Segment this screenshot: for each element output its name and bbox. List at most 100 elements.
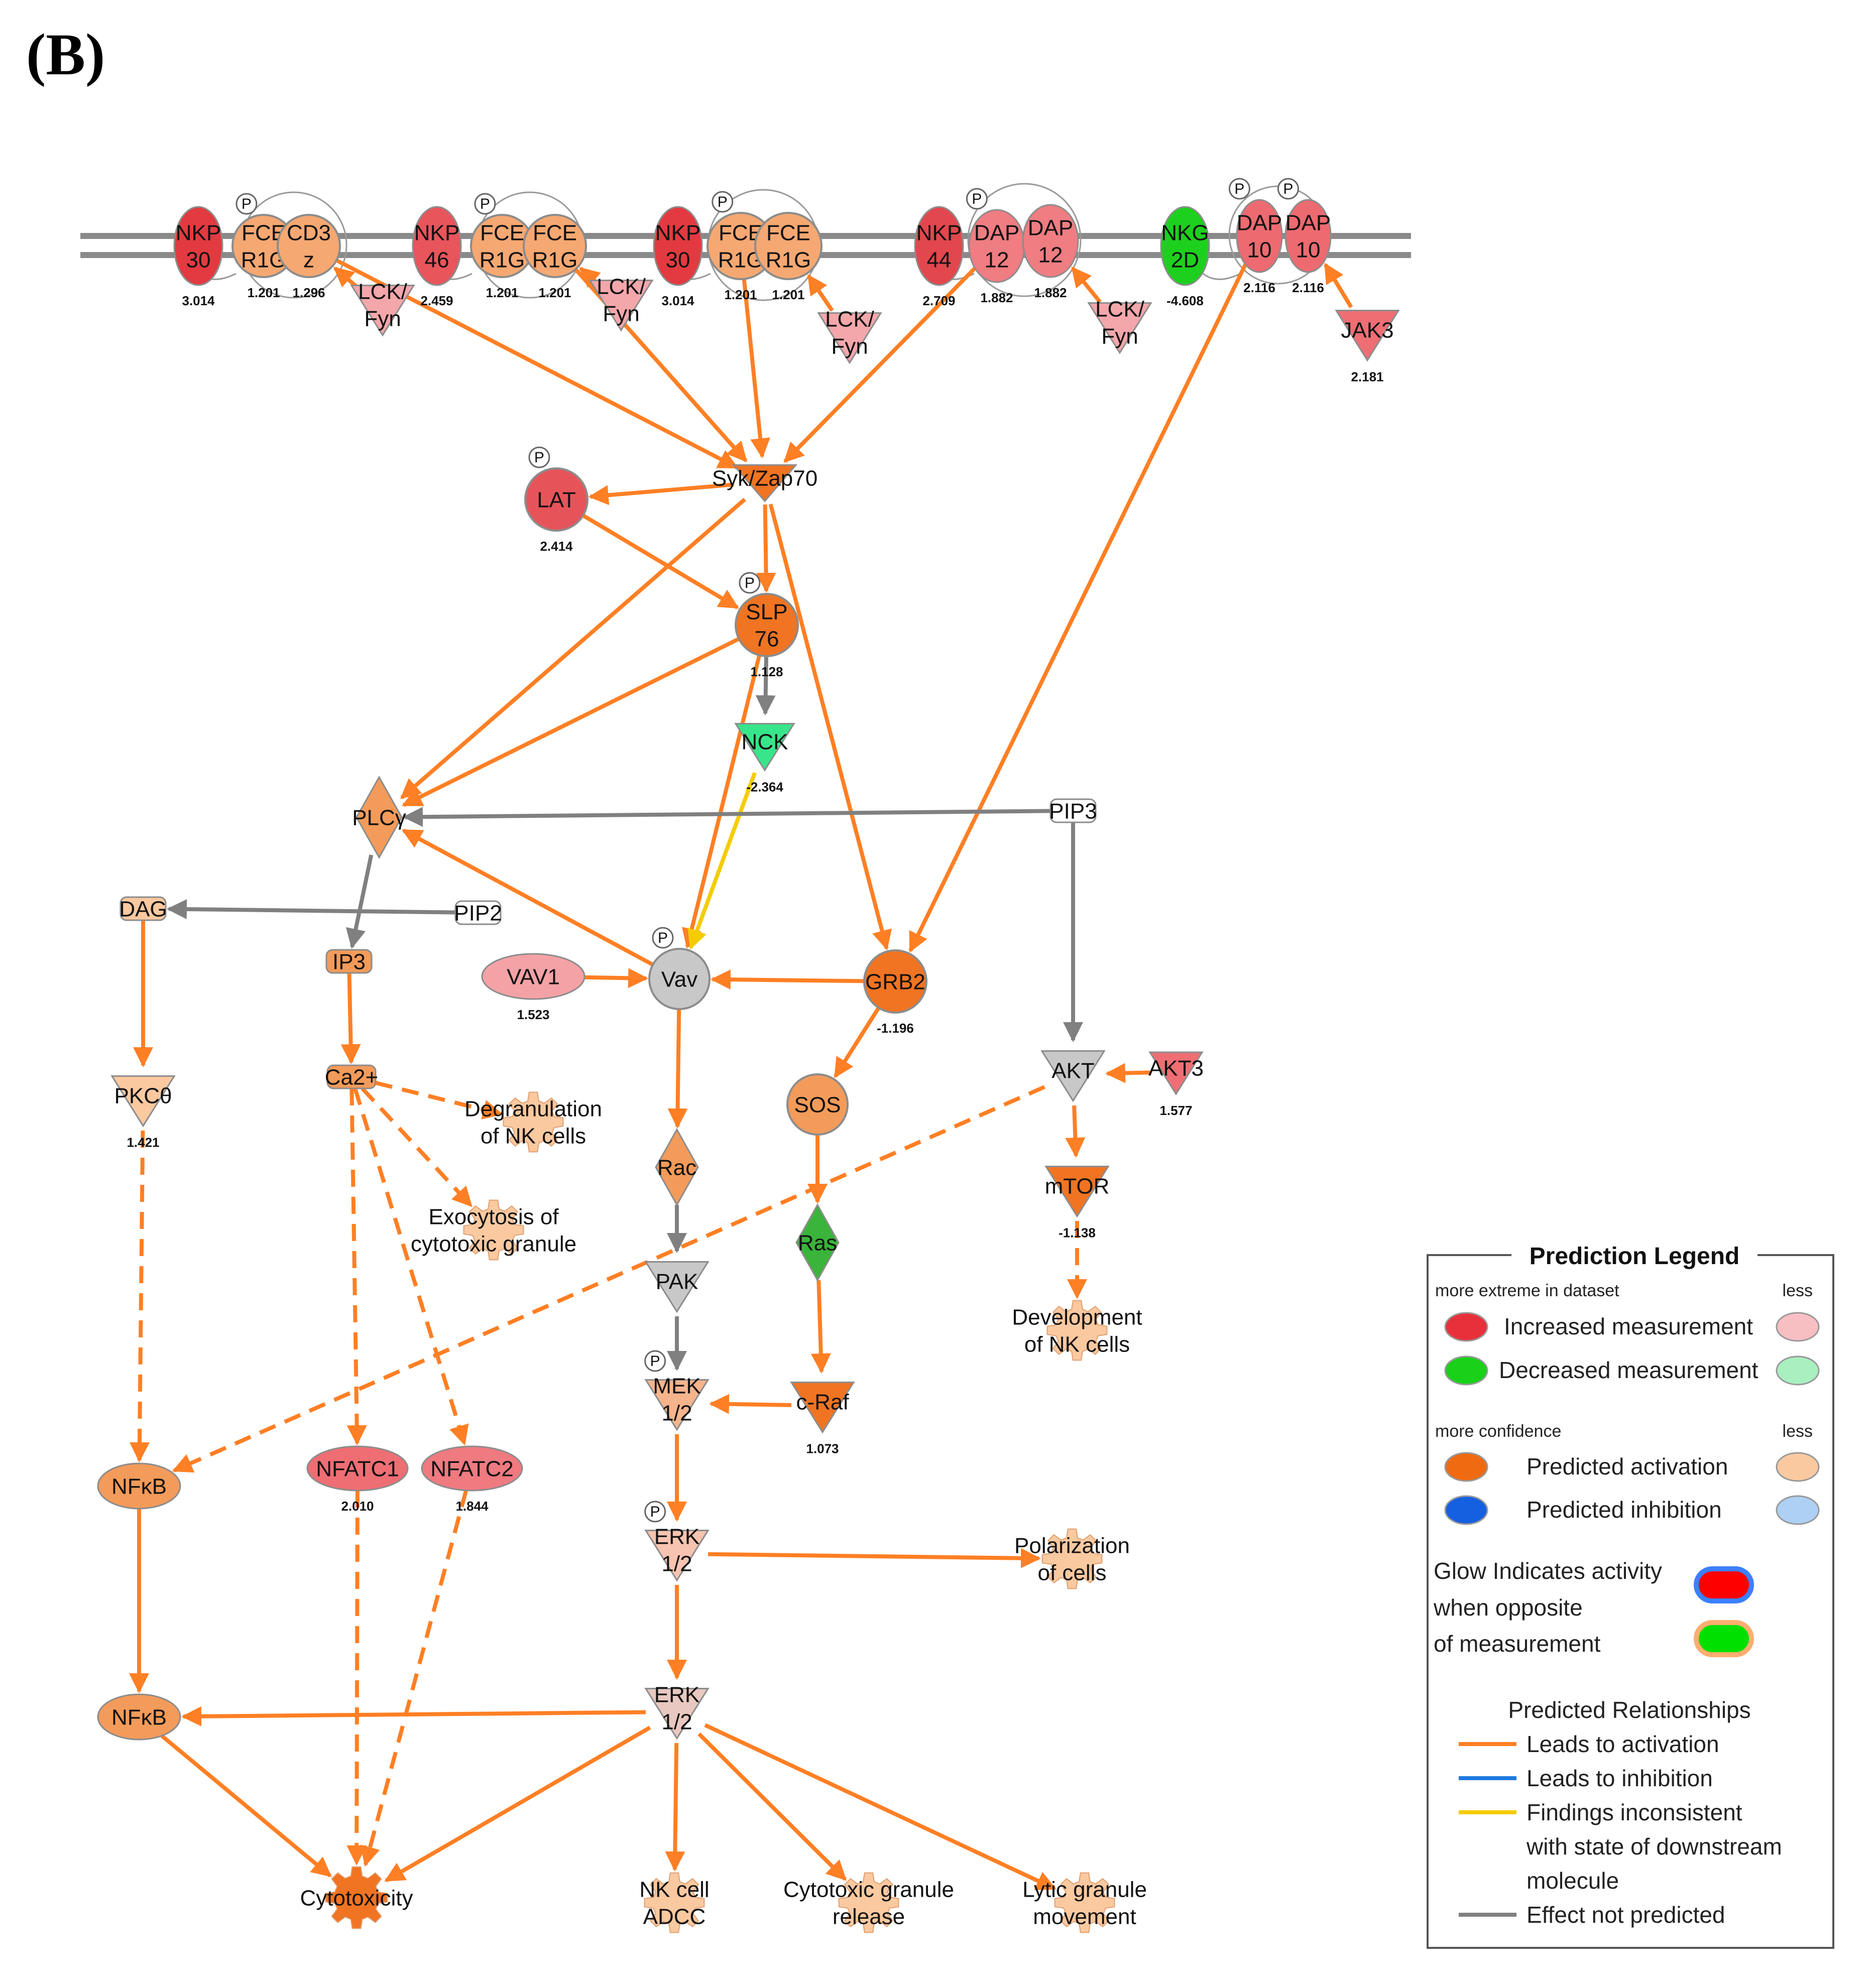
- node-value-akt3: 1.577: [1159, 1103, 1192, 1118]
- node-label-pak: PAK: [656, 1269, 698, 1294]
- node-shape-lckfyn4: [1087, 302, 1152, 354]
- edge-syk-to-lat: [588, 482, 734, 506]
- node-shape-pak: [644, 1261, 710, 1313]
- node-label-sos: SOS: [794, 1092, 841, 1117]
- phospho-tag-label-dap12a: P: [972, 191, 982, 207]
- node-shape-erk2: [644, 1688, 710, 1740]
- node-cytotox: Cytotoxicity: [300, 1866, 413, 1929]
- edge-nfatc1-to-cytotox: [346, 1490, 367, 1866]
- legend-rel-inconsistent-2: with state of downstream: [1526, 1833, 1782, 1860]
- node-lckfyn4: LCK/Fyn: [1087, 297, 1152, 354]
- node-label-lckfyn2: LCK/Fyn: [597, 274, 646, 326]
- node-shape-devnk: [1046, 1300, 1108, 1361]
- node-nck: NCK-2.364: [734, 723, 795, 794]
- legend-increased-swatch: [1444, 1312, 1488, 1342]
- node-shape-pkct: [110, 1075, 176, 1128]
- phospho-tag-fce1: [236, 193, 258, 215]
- node-plcg: PLCγ: [352, 775, 406, 859]
- node-label-plcg: PLCγ: [352, 805, 406, 830]
- node-label-lckfyn4: LCK/Fyn: [1095, 297, 1145, 348]
- edge-pip3-to-plcg: [402, 807, 1051, 827]
- node-shape-cd3z: [277, 214, 341, 278]
- legend-rel-inconsistent-3: molecule: [1527, 1868, 1619, 1894]
- node-shape-ip3: [325, 949, 373, 974]
- node-shape-cytotox: [325, 1866, 388, 1929]
- node-shape-pip2: [454, 900, 502, 925]
- edge-plcg-to-ip3: [345, 854, 374, 949]
- node-label-nfatc2: NFATC2: [430, 1456, 513, 1481]
- legend-decreased-label: Decreased measurement: [1499, 1357, 1758, 1383]
- phospho-tag-label-dap10b: P: [1283, 181, 1293, 197]
- node-label-rac: Rac: [657, 1155, 696, 1180]
- node-shape-plcg: [356, 775, 403, 859]
- legend-activation-light-swatch: [1776, 1452, 1820, 1482]
- node-shape-polar: [1041, 1528, 1103, 1589]
- node-shape-exocyt: [463, 1199, 524, 1261]
- node-shape-ras: [795, 1203, 840, 1282]
- edge-jak3-to-dap10b: [1323, 263, 1353, 309]
- edge-erk2-to-nfkb2: [181, 1706, 646, 1726]
- node-label-pkct: PKCθ: [114, 1083, 172, 1108]
- edge-ip3-to-ca2: [340, 972, 361, 1065]
- node-shape-nkp46: [412, 206, 462, 286]
- edge-nfkb2-to-cytotox: [160, 1734, 332, 1878]
- edge-syk-to-slp76: [756, 504, 776, 593]
- node-ca2: Ca2+: [325, 1064, 378, 1089]
- legend-glow-green-swatch: [1694, 1620, 1754, 1657]
- legend-measure-less: less: [1783, 1281, 1813, 1300]
- node-shape-fce3b: [754, 212, 823, 280]
- node-shape-fce2b: [523, 214, 587, 278]
- phospho-tag-erk1: [644, 1501, 666, 1523]
- node-value-fce1: 1.201: [247, 285, 280, 300]
- node-value-dap12b: 1.882: [1034, 285, 1067, 300]
- node-pip3: PIP3: [1049, 798, 1097, 823]
- phospho-tag-label-vav: P: [658, 930, 668, 946]
- node-sos: SOS: [786, 1073, 849, 1136]
- node-value-mtor: -1.138: [1059, 1225, 1096, 1241]
- edge-dap12a-to-syk: [783, 267, 977, 463]
- phospho-tag-label-slp76: P: [745, 575, 755, 591]
- node-label-vav: Vav: [661, 967, 698, 992]
- phospho-tag-label-dap10a: P: [1234, 181, 1244, 197]
- node-shape-lat: [524, 467, 589, 532]
- edge-erk2-to-nkadcc: [665, 1743, 685, 1872]
- legend-glow-line2: when opposite: [1433, 1594, 1583, 1621]
- node-label-lat: LAT: [537, 487, 575, 512]
- node-label-nfkb2: NFκB: [111, 1705, 167, 1729]
- node-label-craf: c-Raf: [796, 1390, 849, 1414]
- node-shape-lgm: [1054, 1872, 1115, 1933]
- node-shape-jak3: [1335, 310, 1400, 362]
- node-label-akt: AKT: [1051, 1058, 1095, 1083]
- node-label-nck: NCK: [742, 729, 788, 754]
- node-value-lat: 2.414: [540, 539, 573, 554]
- legend-increased-label: Increased measurement: [1504, 1313, 1753, 1339]
- node-lckfyn3: LCK/Fyn: [817, 307, 882, 364]
- edge-slp76-to-plcg: [402, 637, 740, 807]
- node-shape-nkadcc: [644, 1872, 705, 1933]
- node-value-fce2a: 1.201: [486, 285, 518, 300]
- legend-inhibition-light-swatch: [1776, 1495, 1820, 1525]
- edge-craf-to-mek: [709, 1394, 792, 1414]
